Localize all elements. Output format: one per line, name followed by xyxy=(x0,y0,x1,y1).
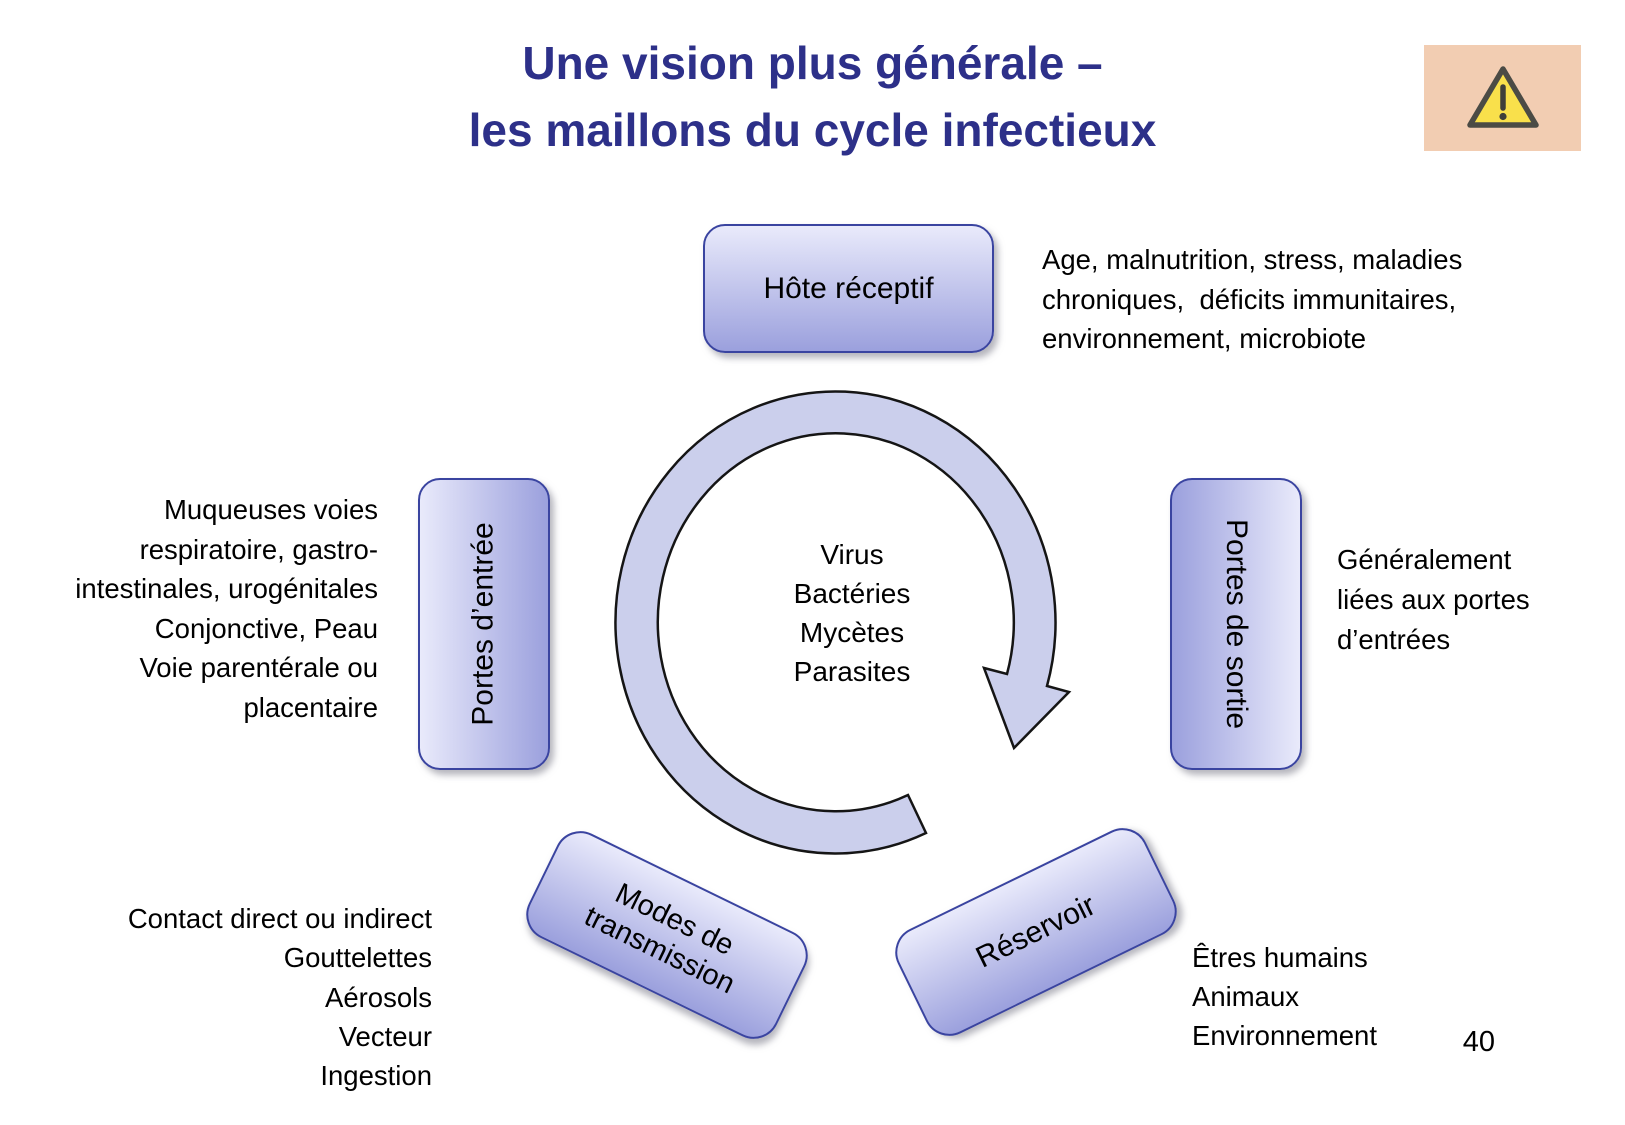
exit-note-line2: liées aux portes xyxy=(1337,584,1530,615)
slide-title-line2: les maillons du cycle infectieux xyxy=(468,104,1157,156)
exit-note-line3: d’entrées xyxy=(1337,624,1451,655)
exit-note-line1: Généralement xyxy=(1337,544,1512,575)
transmission-modes-line5: Ingestion xyxy=(320,1060,432,1092)
transmission-modes-line3: Aérosols xyxy=(325,981,432,1013)
agent-virus: Virus xyxy=(820,539,884,570)
node-exit-portals: Portes de sortie xyxy=(1170,478,1302,770)
entry-routes-line2: respiratoire, gastro- xyxy=(139,533,378,565)
host-factors-line1: Age, malnutrition, stress, maladies xyxy=(1042,244,1463,275)
node-transmission-modes: Modes de transmission xyxy=(517,822,817,1048)
entry-routes-annotation: Muqueuses voies respiratoire, gastro- in… xyxy=(10,490,378,727)
host-factors-line3: environnement, microbiote xyxy=(1042,323,1367,354)
agent-parasites: Parasites xyxy=(793,656,911,687)
reservoir-types-annotation: Êtres humains Animaux Environnement xyxy=(1192,938,1377,1055)
node-receptive-host: Hôte réceptif xyxy=(703,224,994,353)
entry-routes-line6: placentaire xyxy=(243,691,378,723)
transmission-modes-annotation: Contact direct ou indirect Gouttelettes … xyxy=(30,899,432,1095)
transmission-modes-line4: Vecteur xyxy=(338,1020,432,1052)
node-reservoir: Réservoir xyxy=(886,819,1186,1045)
slide-title-line1: Une vision plus générale – xyxy=(522,37,1103,89)
agent-fungi: Mycètes xyxy=(799,617,905,648)
page-number: 40 xyxy=(1462,1026,1495,1058)
node-exit-portals-label: Portes de sortie xyxy=(1220,518,1254,730)
slide-title: Une vision plus générale – les maillons … xyxy=(0,30,1625,164)
host-factors-annotation: Age, malnutrition, stress, maladies chro… xyxy=(1042,240,1462,359)
transmission-modes-line2: Gouttelettes xyxy=(283,942,432,974)
entry-routes-line4: Conjonctive, Peau xyxy=(154,612,378,644)
exit-note-annotation: Généralement liées aux portes d’entrées xyxy=(1337,540,1530,660)
entry-routes-line1: Muqueuses voies xyxy=(163,494,378,525)
warning-panel xyxy=(1424,45,1581,151)
node-entry-portals-label: Portes d’entrée xyxy=(467,522,501,726)
node-entry-portals: Portes d’entrée xyxy=(418,478,550,770)
agent-bacteria: Bactéries xyxy=(793,578,911,609)
entry-routes-line3: intestinales, urogénitales xyxy=(75,573,378,604)
infectious-agents-list: Virus Bactéries Mycètes Parasites xyxy=(727,535,977,691)
entry-routes-line5: Voie parentérale ou xyxy=(139,652,378,683)
host-factors-line2: chroniques, déficits immunitaires, xyxy=(1042,283,1457,315)
reservoir-types-line1: Êtres humains xyxy=(1192,942,1368,973)
reservoir-types-line3: Environnement xyxy=(1192,1020,1377,1051)
node-receptive-host-label: Hôte réceptif xyxy=(763,271,934,305)
warning-icon xyxy=(1466,66,1539,128)
transmission-modes-line1: Contact direct ou indirect xyxy=(127,903,432,934)
reservoir-types-line2: Animaux xyxy=(1192,981,1299,1012)
node-transmission-modes-label: Modes de transmission xyxy=(579,869,755,1001)
node-reservoir-label: Réservoir xyxy=(970,888,1101,975)
